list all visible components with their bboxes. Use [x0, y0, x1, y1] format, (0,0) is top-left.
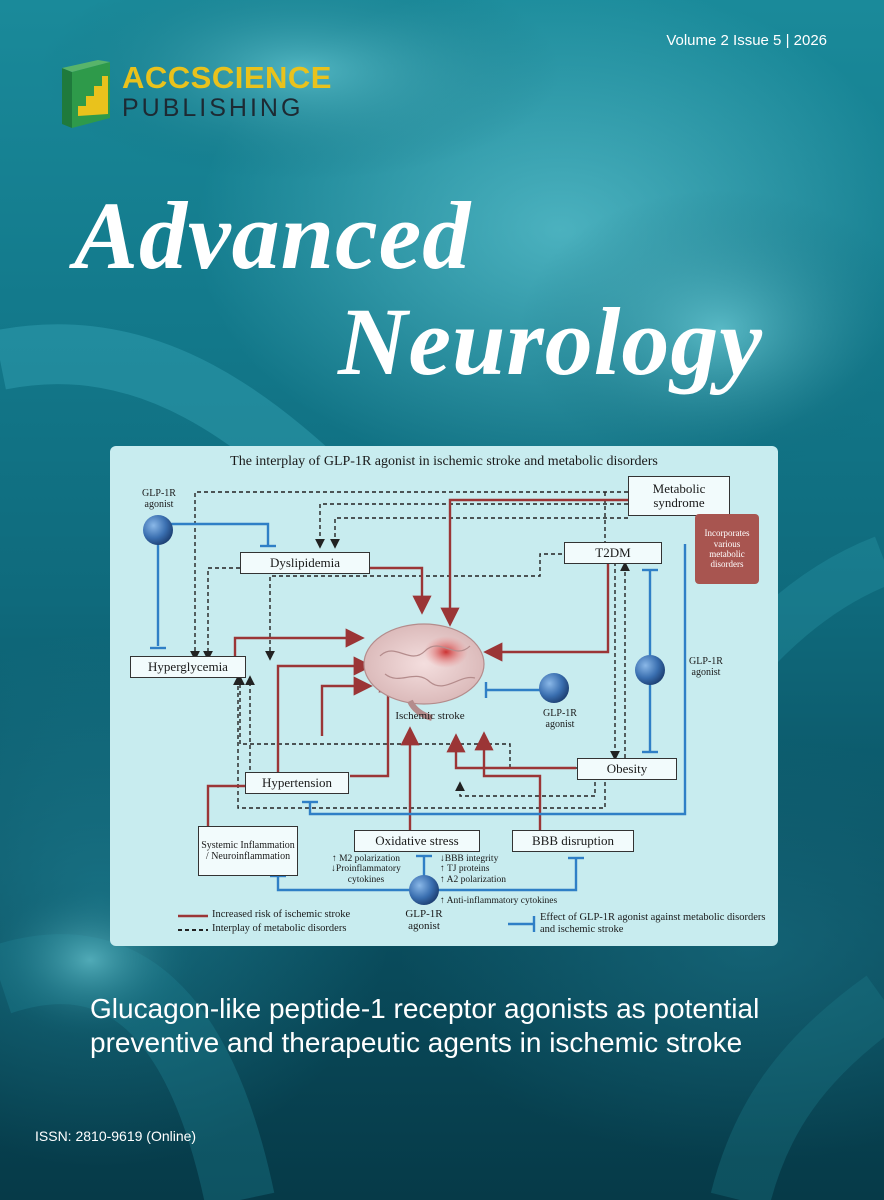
- node-incorporates-note: Incorporates various metabolic disorders: [695, 514, 759, 584]
- node-metabolic-syndrome: Metabolic syndrome: [628, 476, 730, 516]
- label-ischemic-stroke: Ischemic stroke: [395, 710, 465, 722]
- figure-title: The interplay of GLP-1R agonist in ische…: [230, 454, 658, 469]
- journal-title-line2: Neurology: [338, 288, 763, 395]
- node-systemic-inflammation: Systemic Inflammation / Neuroinflammatio…: [198, 826, 298, 876]
- publisher-logo: ACCSCIENCE PUBLISHING: [58, 58, 338, 128]
- publisher-name-publishing: PUBLISHING: [122, 94, 304, 122]
- effects-bottom: ↑ Anti-inflammatory cytokines: [440, 896, 558, 906]
- publisher-name-accscience: ACCSCIENCE: [122, 60, 332, 95]
- node-oxidative-stress: Oxidative stress: [354, 830, 480, 852]
- diagram-connectors: [143, 491, 687, 932]
- article-title: Glucagon-like peptide-1 receptor agonist…: [90, 993, 760, 1058]
- issn: ISSN: 2810-9619 (Online): [35, 1128, 197, 1144]
- journal-title-line1: Advanced: [74, 182, 472, 289]
- effects-right-list: ↓BBB integrity ↑ TJ proteins ↑ A2 polari…: [440, 854, 506, 885]
- node-bbb-disruption: BBB disruption: [512, 830, 634, 852]
- node-obesity: Obesity: [577, 758, 677, 780]
- node-t2dm: T2DM: [564, 542, 662, 564]
- effects-left-list: ↑ M2 polarization ↓Proinflammatory cytok…: [331, 854, 401, 885]
- node-dyslipidemia: Dyslipidemia: [240, 552, 370, 574]
- legend-red-label: Increased risk of ischemic stroke: [212, 909, 351, 920]
- legend-dashed-label: Interplay of metabolic disorders: [212, 923, 347, 934]
- volume-issue-year: Volume 2 Issue 5 | 2026: [666, 32, 827, 49]
- node-hyperglycemia: Hyperglycemia: [130, 656, 246, 678]
- book-staircase-icon: [62, 60, 110, 128]
- legend-blue-label: Effect of GLP-1R agonist against metabol…: [540, 912, 766, 935]
- cover-figure-diagram: The interplay of GLP-1R agonist in ische…: [110, 446, 778, 946]
- node-hypertension: Hypertension: [245, 772, 349, 794]
